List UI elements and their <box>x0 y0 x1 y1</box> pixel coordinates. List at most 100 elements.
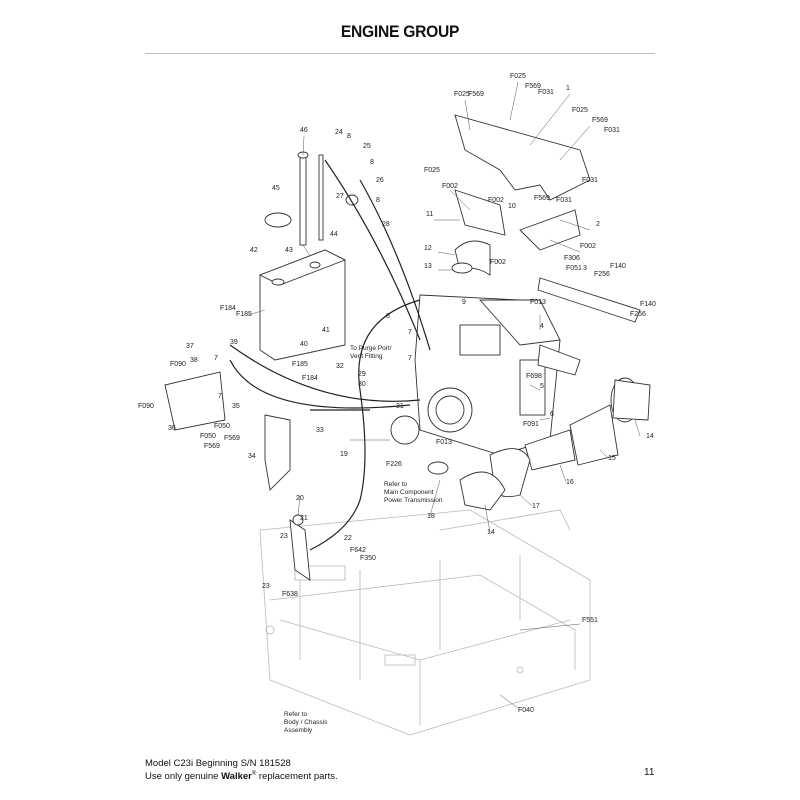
callout: F569 <box>204 443 220 450</box>
callout: 7 <box>214 355 218 362</box>
callout: 5 <box>540 383 544 390</box>
callout: 22 <box>344 535 352 542</box>
callout: F002 <box>442 183 458 190</box>
callout: F184 <box>302 375 318 382</box>
callout: 7 <box>408 329 412 336</box>
callout: F051 <box>566 265 582 272</box>
callout: F140 <box>640 301 656 308</box>
callout: 14 <box>646 433 654 440</box>
callout: 8 <box>376 197 380 204</box>
callout: 23 <box>262 583 270 590</box>
callout: F642 <box>350 547 366 554</box>
callout: F698 <box>526 373 542 380</box>
callout: F090 <box>138 403 154 410</box>
body-chassis-note-line3: Assembly <box>284 727 313 734</box>
callout: F569 <box>468 91 484 98</box>
callout: 3 <box>583 265 587 272</box>
callout: 28 <box>382 221 390 228</box>
callout: 27 <box>336 193 344 200</box>
callout: 44 <box>330 231 338 238</box>
callout: 6 <box>550 411 554 418</box>
footer-parts-line: Use only genuine Walker® replacement par… <box>145 769 338 782</box>
callout: 1 <box>566 85 570 92</box>
callout: 30 <box>358 381 366 388</box>
purge-note-line1: To Purge Port/ <box>350 345 392 352</box>
callout: F569 <box>224 435 240 442</box>
callout: 38 <box>190 357 198 364</box>
title-rule <box>145 53 655 54</box>
purge-note-line2: Vent Fitting <box>350 353 383 360</box>
main-component-note-line3: Power Transmission <box>384 497 443 504</box>
callout: F551 <box>582 617 598 624</box>
callout: 8 <box>370 159 374 166</box>
callout: 43 <box>285 247 293 254</box>
callout: 34 <box>248 453 256 460</box>
diagram-notes: To Purge Port/ Vent Fitting Refer to Mai… <box>284 345 443 734</box>
callout: F031 <box>604 127 620 134</box>
callout: 11 <box>426 211 433 218</box>
shroud-plates <box>451 114 641 323</box>
callout: 40 <box>300 341 308 348</box>
footer-suffix: replacement parts. <box>256 771 338 783</box>
callout: 12 <box>424 245 432 252</box>
callout: 37 <box>186 343 194 350</box>
callout: 10 <box>508 203 516 210</box>
callout: 8 <box>347 133 351 140</box>
callout: 45 <box>272 185 280 192</box>
callout-labels: F025 F569 F025 F569 F031 1 F025 F569 F03… <box>138 73 656 714</box>
main-component-note-line2: Main Component <box>384 489 434 496</box>
main-component-note-line1: Refer to <box>384 481 408 488</box>
callout: 36 <box>168 425 176 432</box>
chassis-frame <box>259 509 591 736</box>
callout: 14 <box>487 529 495 536</box>
callout: 9 <box>462 299 466 306</box>
page-number: 11 <box>644 767 655 778</box>
air-filter <box>427 377 651 511</box>
callout: 41 <box>322 327 330 334</box>
callout: F025 <box>454 91 470 98</box>
engine <box>390 294 581 456</box>
callout: F350 <box>360 555 376 562</box>
callout: F025 <box>510 73 526 80</box>
callout: F306 <box>564 255 580 262</box>
body-chassis-note-line1: Refer to <box>284 711 308 718</box>
callout: 7 <box>218 393 222 400</box>
callout: 31 <box>396 403 404 410</box>
callout: F569 <box>525 83 541 90</box>
callout: F040 <box>518 707 534 714</box>
callout: F569 <box>534 195 550 202</box>
callout: F025 <box>424 167 440 174</box>
callout: 2 <box>596 221 600 228</box>
callout: F090 <box>170 361 186 368</box>
callout: 15 <box>608 455 616 462</box>
callout: F185 <box>292 361 308 368</box>
callout: F002 <box>488 197 504 204</box>
callout: F569 <box>592 117 608 124</box>
callout: 39 <box>230 339 238 346</box>
fuel-system <box>164 151 431 491</box>
callout: F091 <box>523 421 539 428</box>
callout: 24 <box>335 129 343 136</box>
callout: F031 <box>582 177 598 184</box>
callout: F050 <box>214 423 230 430</box>
footer-model-line: Model C23i Beginning S/N 181528 <box>145 758 291 769</box>
callout: 42 <box>250 247 258 254</box>
callout: 33 <box>316 427 324 434</box>
callout: F031 <box>556 197 572 204</box>
page-title: ENGINE GROUP <box>340 22 460 41</box>
callout: F013 <box>436 439 452 446</box>
callout: F184 <box>220 305 236 312</box>
callout: 13 <box>424 263 432 270</box>
callout: F002 <box>580 243 596 250</box>
callout: F140 <box>610 263 626 270</box>
callout: F256 <box>630 311 646 318</box>
callout: F025 <box>572 107 588 114</box>
callout: 17 <box>532 503 540 510</box>
callout: 8 <box>386 313 390 320</box>
callout: 46 <box>300 127 308 134</box>
callout: 19 <box>340 451 348 458</box>
footer: Model C23i Beginning S/N 181528 Use only… <box>145 758 338 782</box>
callout: F226 <box>386 461 402 468</box>
body-chassis-note-line2: Body / Chassis <box>284 719 328 726</box>
callout: F002 <box>490 259 506 266</box>
